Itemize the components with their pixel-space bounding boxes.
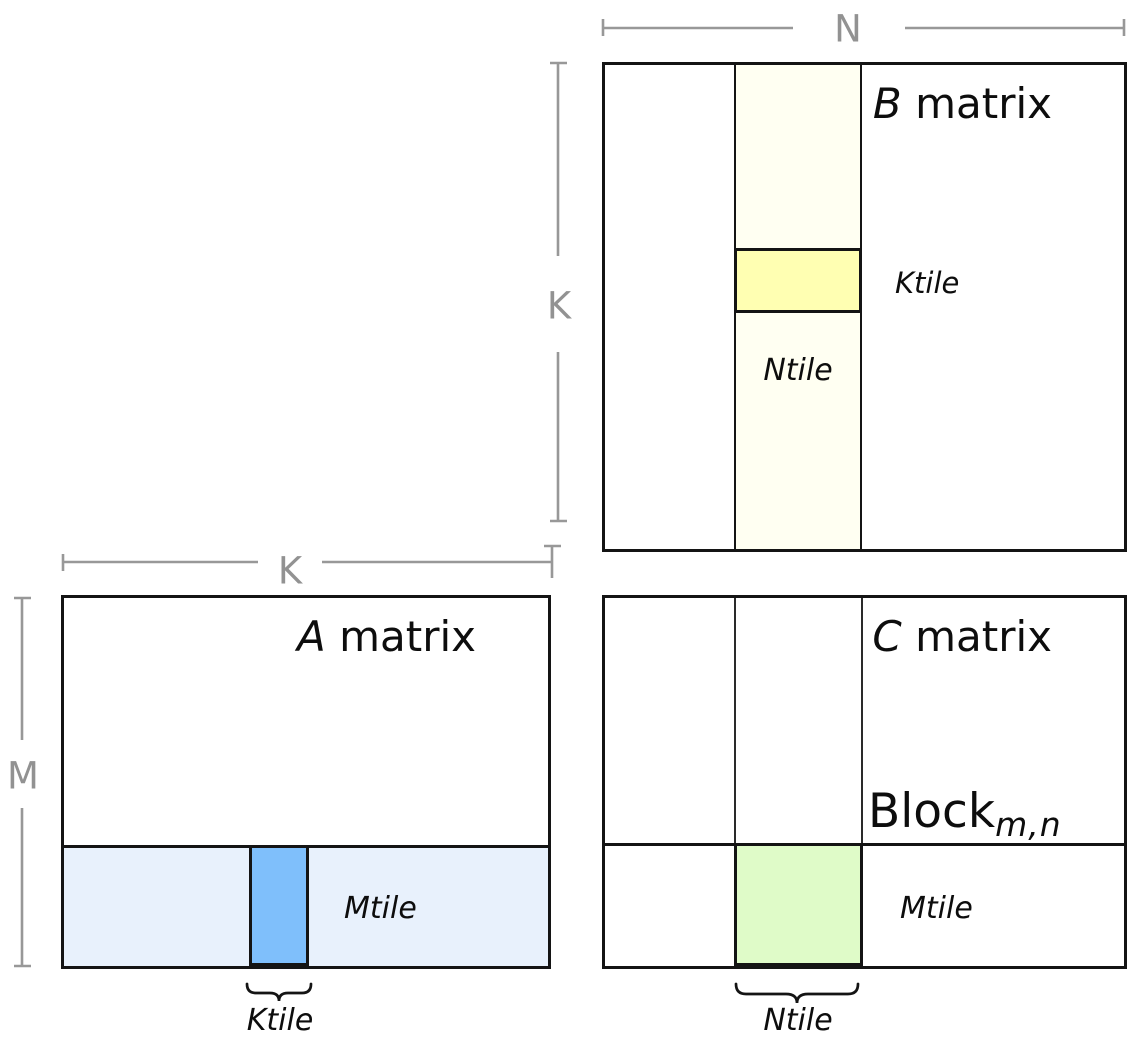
c-grid-hline [605, 843, 1124, 846]
c-block-label: Blockm,n [868, 788, 1062, 841]
m-dimension-label: M [7, 754, 39, 798]
b-matrix: B matrix [602, 62, 1127, 552]
c-mtile-label: Mtile [900, 891, 973, 926]
c-block-tile [734, 843, 863, 966]
k-dimension-line-b [550, 61, 567, 523]
a-mtile-label: Mtile [344, 891, 417, 926]
n-dimension-label: N [834, 7, 862, 51]
b-ntile-label: Ntile [763, 353, 833, 388]
c-matrix-title-suffix: matrix [901, 612, 1052, 661]
a-matrix-letter: A [297, 612, 326, 661]
b-ktile-tile [734, 248, 862, 313]
a-matrix-title-suffix: matrix [325, 612, 476, 661]
c-grid-vline-left [734, 598, 736, 966]
c-ntile-brace [734, 982, 860, 1004]
a-ktile-brace [245, 982, 313, 1002]
a-matrix-title: A matrix [297, 612, 476, 661]
m-dimension-line [14, 596, 31, 968]
n-dimension-line [601, 19, 1126, 36]
c-matrix: C matrix [602, 595, 1127, 969]
c-matrix-title: C matrix [872, 612, 1052, 661]
k-dimension-label-a: K [277, 549, 303, 593]
c-grid-vline-right [861, 598, 863, 966]
c-matrix-letter: C [872, 612, 902, 661]
c-block-label-subscript: m,n [995, 805, 1062, 844]
k-dimension-label-b: K [546, 284, 572, 328]
b-matrix-title-suffix: matrix [901, 79, 1052, 128]
a-ktile-tile [249, 845, 309, 966]
b-matrix-title: B matrix [872, 79, 1052, 128]
k-dimension-line-a [61, 544, 561, 578]
c-block-label-text: Block [868, 784, 996, 839]
b-matrix-letter: B [872, 79, 902, 128]
c-ntile-label: Ntile [763, 1003, 833, 1038]
b-ktile-label: Ktile [895, 266, 960, 300]
a-matrix: A matrix [61, 595, 551, 969]
a-ktile-label: Ktile [246, 1003, 314, 1038]
